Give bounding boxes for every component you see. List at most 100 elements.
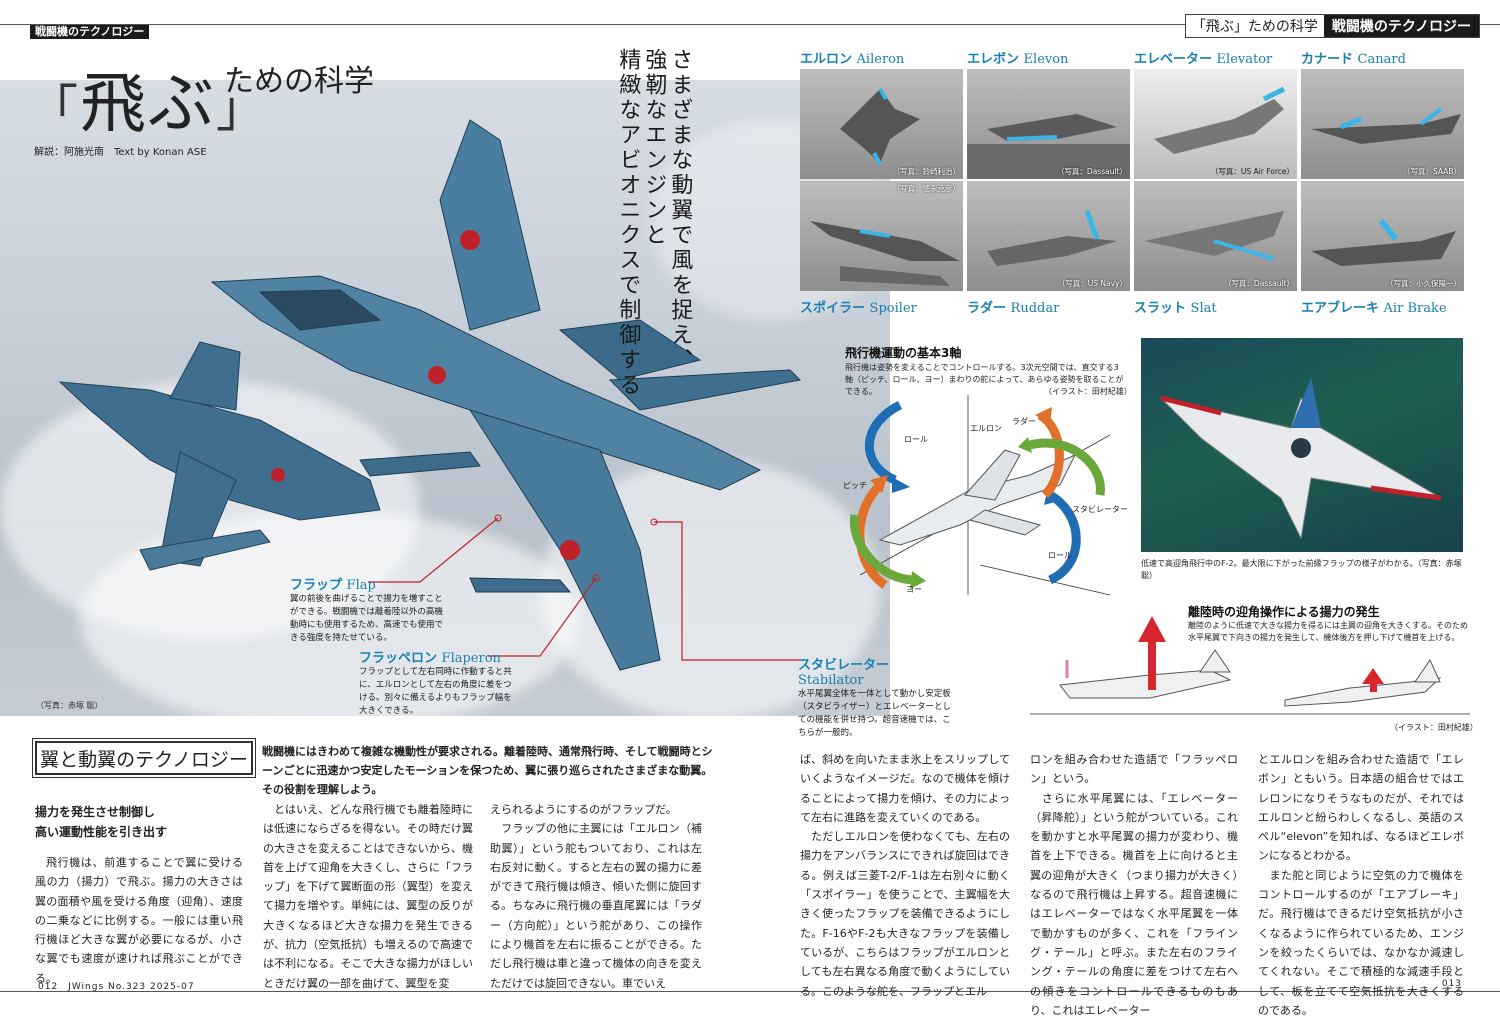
label-yaw: ヨー [906,585,922,594]
callout-stabilator-en: Stabilator [798,673,864,688]
callout-flaperon-body: フラップとして左右同時に作動すると共に、エルロンとして左右の角度に差をつける。別… [359,667,512,716]
footer-page-left: 012 JWings No.323 2025-07 [38,982,195,992]
term-aileron-en: Aileron [856,52,905,67]
headline-close-bracket: 」 [216,80,268,138]
article-col-2: とはいえ、どんな飛行機でも離着陸時には低速にならざるを得ない。その時だけ翼の大き… [263,800,473,993]
section-tag-left: 戦闘機のテクノロジー [30,25,150,39]
takeoff-diagram-title: 離陸時の迎角操作による揚力の発生 [1188,605,1380,619]
main-photo-credit: （写真：赤塚 聡） [36,701,103,710]
axes-diagram-desc: 飛行機は姿勢を変えることでコントロールする。3次元空間では、直交する3軸（ピッチ… [845,363,1124,396]
section-tag-title: 戦闘機のテクノロジー [1323,15,1479,37]
article-col-1: 飛行機は、前進することで翼に受ける風の力（揚力）で飛ぶ。揚力の大きさは翼の面積や… [35,853,243,988]
callout-stabilator-jp: スタビレーター [798,658,890,673]
label-roll-bottom: ロール [1048,551,1072,560]
term-canard-jp: カナード [1301,52,1354,67]
photo-elevator-credit: （写真：US Air Force） [1210,167,1294,176]
term-elevon-en: Elevon [1023,52,1069,67]
term-aileron: エルロン Aileron [800,48,904,67]
term-canard-en: Canard [1357,52,1406,67]
term-slat-jp: スラット [1134,301,1187,316]
takeoff-diagram-illustration [1030,616,1470,715]
term-elevator: エレベーター Elevator [1134,48,1272,67]
photo-spoiler: （写真：徳永克彦） [800,181,963,291]
axes-diagram-title: 飛行機運動の基本3軸 [845,346,962,360]
photo-canard: （写真：SAAB） [1301,69,1464,179]
callout-flap-body: 翼の前後を曲げることで揚力を増すことができる。戦闘機では離着陸以外の高機動時にも… [290,594,444,643]
photo-f2-high-aoa [1141,338,1463,552]
section-tag-right: 「飛ぶ」ための科学 戦闘機のテクノロジー [1184,14,1480,38]
term-elevator-jp: エレベーター [1134,52,1213,67]
vertical-lead-2: 強靭なエンジンと [641,48,667,248]
article-col-2-text: とはいえ、どんな飛行機でも離着陸時には低速にならざるを得ない。その時だけ翼の大き… [263,803,473,990]
term-canard: カナード Canard [1301,48,1406,67]
photo-rudder: （写真：US Navy） [967,181,1130,291]
term-slat-en: Slat [1190,301,1217,316]
term-elevon: エレボン Elevon [967,48,1068,67]
article-col-1-text: 飛行機は、前進することで翼に受ける風の力（揚力）で飛ぶ。揚力の大きさは翼の面積や… [35,856,243,985]
label-stabilator: スタビレーター [1072,505,1128,514]
label-roll-top: ロール [904,435,928,444]
callout-flap: フラップ Flap 翼の前後を曲げることで揚力を増すことができる。戦闘機では離着… [290,574,450,645]
photo-slat-credit: （写真：Dassault） [1223,279,1294,288]
callout-flap-jp: フラップ [290,578,343,593]
article-col-4: ば、斜めを向いたまま氷上をスリップしていくようなイメージだ。なので機体を傾けるこ… [800,753,1010,998]
photo-canard-credit: （写真：SAAB） [1402,167,1461,176]
callout-flap-en: Flap [346,578,376,593]
term-rudder: ラダー Ruddar [967,297,1059,316]
callout-stabilator: スタビレーター Stabilator 水平尾翼全体を一体として動かし安定板（スタ… [798,654,958,740]
photo-elevon-credit: （写真：Dassault） [1056,167,1127,176]
takeoff-diagram-desc: 離陸のように低速で大きな揚力を得るには主翼の迎角を大きくする。そのため水平尾翼で… [1188,621,1468,642]
headline-fly: 「飛ぶ」 [28,50,268,146]
term-air-brake-en: Air Brake [1383,301,1447,316]
label-aileron: エルロン [970,424,1002,433]
article-col-5: ロンを組み合わせた造語で「フラッペロン」という。 さらに水平尾翼には、「エレベー… [1030,753,1238,1017]
term-aileron-jp: エルロン [800,52,853,67]
term-spoiler-jp: スポイラー [800,301,866,316]
axes-diagram-credit: （イラスト：田村紀雄） [1044,387,1132,396]
photo-elevon: （写真：Dassault） [967,69,1130,179]
photo-aileron-credit: （写真：鈴崎利治） [892,167,961,176]
takeoff-diagram-credit: （イラスト：田村紀雄） [1390,723,1478,732]
blue-photo-caption: 低速で高迎角飛行中のF-2。最大限に下がった前縁フラップの様子がわかる。（写真：… [1141,559,1462,580]
callout-stabilator-body: 水平尾翼全体を一体として動かし安定板（スタビライザー）とエレベーターとしての機能… [798,689,952,738]
term-spoiler: スポイラー Spoiler [800,297,917,316]
term-air-brake-jp: エアブレーキ [1301,301,1380,316]
term-elevator-en: Elevator [1216,52,1273,67]
term-slat: スラット Slat [1134,297,1217,316]
photo-air-brake-credit: （写真：小久保陽一） [1386,279,1461,288]
headline-big-text: 飛ぶ [80,65,216,142]
term-rudder-en: Ruddar [1010,301,1060,316]
byline: 解説：阿施光南 Text by Konan ASE [34,147,207,158]
photo-slat: （写真：Dassault） [1134,181,1297,291]
photo-spoiler-credit: （写真：徳永克彦） [892,184,961,193]
article-col-6: とエルロンを組み合わせた造語で「エレボン」ともいう。日本語の組合せではエレロンに… [1258,753,1464,1017]
label-pitch: ピッチ [843,481,867,490]
footer-page-right: 013 [1441,979,1462,989]
photo-rudder-credit: （写真：US Navy） [1057,279,1127,288]
photo-aileron: （写真：鈴崎利治） [800,69,963,179]
callout-flaperon-en: Flaperon [441,651,501,666]
article-subhead: 揚力を発生させ制御し 高い運動性能を引き出す [35,805,168,839]
article-lead: 戦闘機にはきわめて複雑な機動性が要求される。離着陸時、通常飛行時、そして戦闘時と… [262,745,713,796]
headline-open-bracket: 「 [28,80,80,138]
photo-elevator: （写真：US Air Force） [1134,69,1297,179]
header-rule [0,24,1500,25]
fighter-jets-illustration [58,119,802,671]
label-rudder: ラダー [1012,417,1036,426]
term-elevon-jp: エレボン [967,52,1020,67]
callout-flaperon: フラッペロン Flaperon フラップとして左右同時に作動すると共に、エルロン… [359,647,519,718]
axes-diagram-illustration [849,395,1111,596]
vertical-lead-3: 精緻なアビオニクスで制御する [615,48,641,398]
footer-rule [0,991,1500,992]
term-spoiler-en: Spoiler [869,301,917,316]
main-photo-f2-pair [0,80,890,730]
callout-flaperon-jp: フラッペロン [359,651,438,666]
headline-rest: ための科学 [224,64,374,99]
term-air-brake: エアブレーキ Air Brake [1301,297,1447,316]
article-col-3: えられるようにするのがフラップだ。 フラップの他に主翼には「エルロン（補助翼）」… [490,803,702,990]
photo-air-brake: （写真：小久保陽一） [1301,181,1464,291]
vertical-lead-1: さまざまな動翼で風を捉え、 [667,48,693,373]
section-tag-subtitle: 「飛ぶ」ための科学 [1191,19,1318,35]
article-section-title: 翼と動翼のテクノロジー [32,738,256,778]
term-rudder-jp: ラダー [967,301,1007,316]
